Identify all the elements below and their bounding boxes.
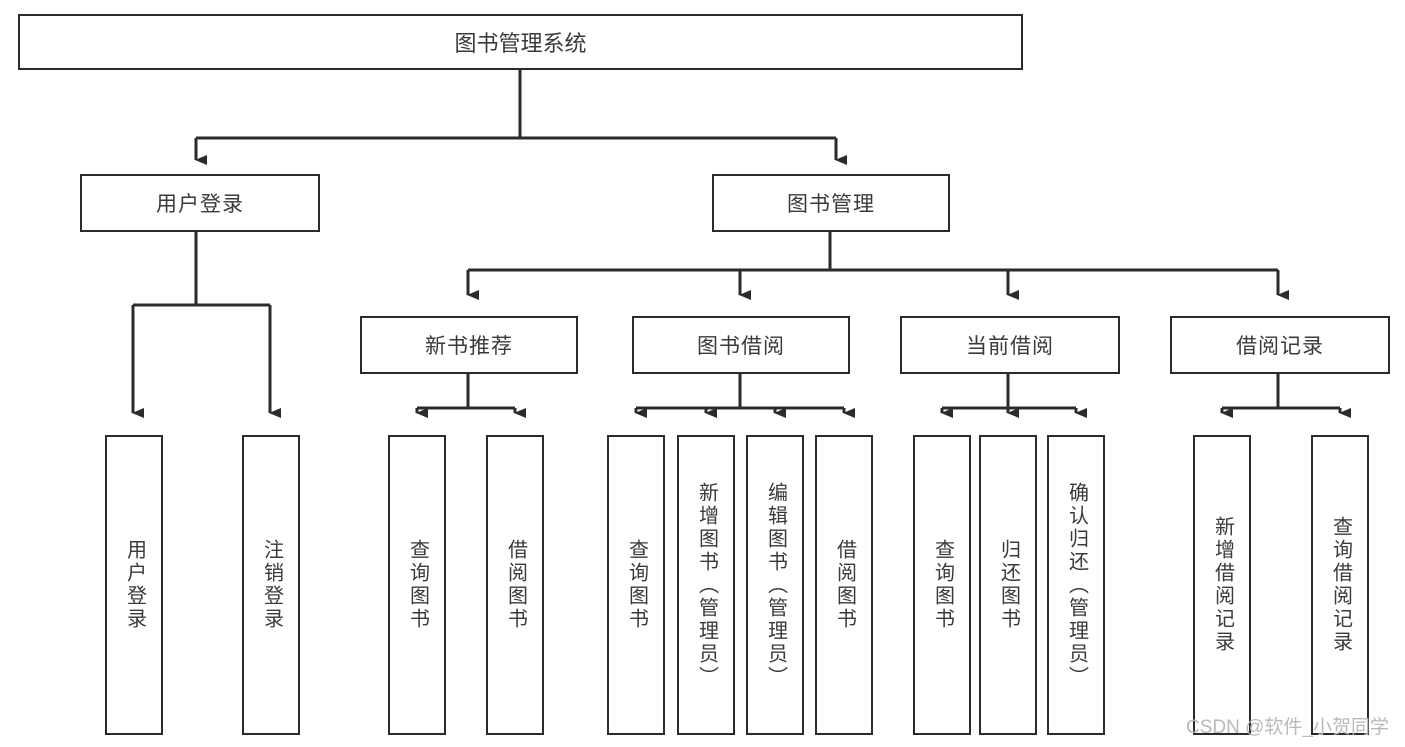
node-book-manage-label: 图书管理 [787, 193, 875, 216]
node-leaf-return-book-label: 归还图书 [997, 539, 1020, 631]
node-root[interactable]: 图书管理系统 [18, 14, 1023, 70]
node-leaf-user-login-label: 用户登录 [123, 539, 146, 631]
node-leaf-query-book-3-label: 查询图书 [931, 539, 954, 631]
node-leaf-user-login[interactable]: 用户登录 [105, 435, 163, 735]
node-borrow-record-label: 借阅记录 [1236, 335, 1324, 358]
node-leaf-edit-book-label: 编辑图书（管理员） [764, 481, 787, 689]
node-leaf-query-book-1[interactable]: 查询图书 [388, 435, 446, 735]
node-leaf-query-book-3[interactable]: 查询图书 [913, 435, 971, 735]
node-leaf-borrow-book-1-label: 借阅图书 [504, 539, 527, 631]
node-leaf-edit-book[interactable]: 编辑图书（管理员） [746, 435, 804, 735]
node-leaf-logout[interactable]: 注销登录 [242, 435, 300, 735]
node-leaf-add-book-label: 新增图书（管理员） [695, 481, 718, 689]
node-leaf-confirm-return-label: 确认归还（管理员） [1065, 481, 1088, 689]
node-current-borrow-label: 当前借阅 [966, 335, 1054, 358]
node-book-borrow[interactable]: 图书借阅 [632, 316, 850, 374]
node-leaf-borrow-book-2[interactable]: 借阅图书 [815, 435, 873, 735]
node-leaf-add-record[interactable]: 新增借阅记录 [1193, 435, 1251, 735]
node-leaf-add-book[interactable]: 新增图书（管理员） [677, 435, 735, 735]
watermark: CSDN @软件_小贺同学 [1186, 717, 1389, 738]
node-leaf-query-book-2-label: 查询图书 [625, 539, 648, 631]
node-user-login-label: 用户登录 [156, 193, 244, 216]
node-leaf-logout-label: 注销登录 [260, 539, 283, 631]
node-new-book-rec[interactable]: 新书推荐 [360, 316, 578, 374]
node-leaf-return-book[interactable]: 归还图书 [979, 435, 1037, 735]
node-root-label: 图书管理系统 [454, 31, 587, 56]
node-new-book-rec-label: 新书推荐 [425, 335, 513, 358]
node-book-manage[interactable]: 图书管理 [712, 174, 950, 232]
node-borrow-record[interactable]: 借阅记录 [1170, 316, 1390, 374]
node-leaf-borrow-book-2-label: 借阅图书 [833, 539, 856, 631]
node-leaf-query-book-2[interactable]: 查询图书 [607, 435, 665, 735]
node-current-borrow[interactable]: 当前借阅 [900, 316, 1120, 374]
node-user-login[interactable]: 用户登录 [80, 174, 320, 232]
node-leaf-query-record[interactable]: 查询借阅记录 [1311, 435, 1369, 735]
node-leaf-query-record-label: 查询借阅记录 [1329, 516, 1352, 654]
node-leaf-query-book-1-label: 查询图书 [406, 539, 429, 631]
node-leaf-borrow-book-1[interactable]: 借阅图书 [486, 435, 544, 735]
node-book-borrow-label: 图书借阅 [697, 335, 785, 358]
node-leaf-add-record-label: 新增借阅记录 [1211, 516, 1234, 654]
node-leaf-confirm-return[interactable]: 确认归还（管理员） [1047, 435, 1105, 735]
